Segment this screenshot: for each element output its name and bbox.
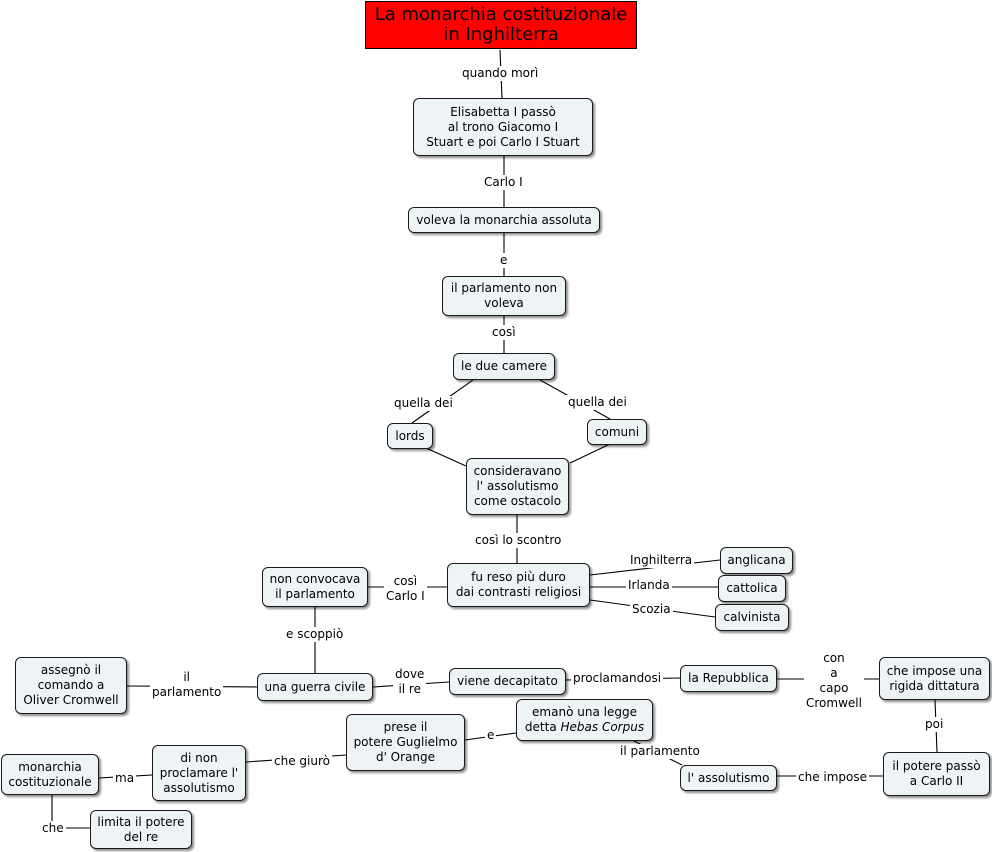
node-repubblica[interactable]: la Repubblica: [680, 665, 777, 692]
label-il-parlamento-left: il parlamento: [150, 670, 224, 700]
label-con-a-capo-cromwell: con a capo Cromwell: [804, 651, 864, 711]
node-non-convocava[interactable]: non convocava il parlamento: [262, 567, 368, 607]
label-il-parlamento-right: il parlamento: [618, 744, 702, 759]
node-cattolica[interactable]: cattolica: [718, 575, 786, 602]
label-quella-dei-lords: quella dei: [392, 396, 455, 411]
node-parlamento-non-voleva[interactable]: il parlamento non voleva: [442, 276, 566, 316]
node-potere-carlo-ii[interactable]: il potere passò a Carlo II: [883, 752, 990, 796]
hebas-corpus-italic: Hebas Corpus: [560, 720, 645, 734]
label-dove-il-re: dove il re: [393, 667, 427, 697]
node-emano-text: emanò una legge detta Hebas Corpus: [524, 705, 645, 734]
node-anglicana[interactable]: anglicana: [720, 547, 793, 574]
node-assolutismo[interactable]: l' assolutismo: [680, 765, 777, 791]
node-guerra-civile[interactable]: una guerra civile: [257, 673, 373, 701]
node-emano-legge[interactable]: emanò una legge detta Hebas Corpus: [516, 699, 653, 741]
label-che: che: [40, 821, 66, 836]
map-title: La monarchia costituzionale in Inghilter…: [365, 1, 637, 49]
label-proclamandosi: proclamandosi: [571, 671, 664, 686]
label-cosi-carlo-i: così Carlo I: [384, 574, 427, 604]
node-due-camere[interactable]: le due camere: [453, 353, 555, 380]
node-prese-potere[interactable]: prese il potere Guglielmo d' Orange: [346, 714, 465, 771]
connector: [569, 443, 611, 464]
node-comuni[interactable]: comuni: [587, 419, 647, 445]
label-inghilterra: Inghilterra: [628, 553, 695, 568]
label-cosi-lo-scontro: così lo scontro: [473, 533, 564, 548]
label-e-second: e: [485, 728, 497, 743]
node-decapitato[interactable]: viene decapitato: [449, 668, 566, 695]
label-carlo-i: Carlo I: [482, 175, 525, 190]
label-quella-dei-comuni: quella dei: [566, 395, 629, 410]
node-limita-potere[interactable]: limita il potere del re: [90, 810, 192, 849]
node-fu-reso[interactable]: fu reso più duro dai contrasti religiosi: [447, 563, 590, 607]
label-e-scoppio: e scoppiò: [284, 627, 346, 642]
label-quando-mori: quando morì: [460, 66, 541, 81]
node-di-non-proclamare[interactable]: di non proclamare l' assolutismo: [152, 745, 246, 801]
node-monarchia-costituzionale[interactable]: monarchia costituzionale: [1, 754, 99, 795]
node-calvinista[interactable]: calvinista: [715, 604, 789, 631]
node-dittatura[interactable]: che impose una rigida dittatura: [879, 657, 990, 700]
label-poi: poi: [923, 717, 946, 732]
node-monarchia-assoluta[interactable]: voleva la monarchia assoluta: [408, 207, 600, 233]
node-consideravano[interactable]: consideravano l' assolutismo come ostaco…: [466, 458, 569, 515]
label-irlanda: Irlanda: [626, 578, 672, 593]
label-ma: ma: [113, 771, 137, 786]
connector: [425, 447, 467, 467]
node-lords[interactable]: lords: [387, 423, 433, 449]
label-scozia: Scozia: [630, 602, 673, 617]
node-assegno[interactable]: assegnò il comando a Oliver Cromwell: [15, 657, 127, 714]
label-cosi: così: [490, 325, 518, 340]
node-elisabetta[interactable]: Elisabetta I passò al trono Giacomo I St…: [413, 98, 593, 156]
label-che-giuro: che giurò: [272, 754, 332, 769]
label-che-impose: che impose: [796, 770, 870, 785]
label-e: e: [498, 253, 510, 268]
